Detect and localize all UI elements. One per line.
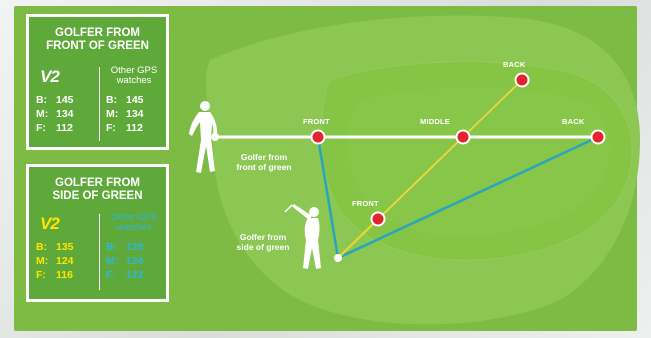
row-label: B:	[106, 240, 126, 254]
row-label: M:	[36, 254, 56, 268]
caption-golfer-front-line2: front of green	[224, 162, 304, 172]
v2-row-back: B:145	[36, 93, 74, 107]
row-value: 124	[56, 254, 74, 268]
row-value: 134	[126, 107, 144, 121]
other-row-middle: M:134	[106, 107, 144, 121]
row-value: 145	[56, 93, 74, 107]
other-row-front: F:112	[106, 121, 144, 135]
panel-front-divider	[99, 67, 100, 141]
pin-back-right	[592, 131, 605, 144]
pin-back-top	[516, 74, 529, 87]
caption-golfer-side-line1: Golfer from	[228, 232, 298, 242]
other-row-front: F:122	[106, 268, 144, 282]
row-value: 145	[126, 93, 144, 107]
other-gps-header: Other GPS watches	[104, 66, 164, 86]
v2-logo: V2	[40, 67, 59, 87]
panel-front-title-line1: GOLFER FROM	[29, 27, 166, 40]
v2-values-side: B:135 M:124 F:116	[36, 240, 74, 282]
caption-golfer-front: Golfer from front of green	[224, 152, 304, 172]
row-label: F:	[36, 121, 56, 135]
other-values-side: B:128 M:124 F:122	[106, 240, 144, 282]
pin-middle	[457, 131, 470, 144]
v2-row-middle: M:124	[36, 254, 74, 268]
other-values-front: B:145 M:134 F:112	[106, 93, 144, 135]
other-row-back: B:128	[106, 240, 144, 254]
v2-row-front: F:116	[36, 268, 74, 282]
panel-front-title-line2: FRONT OF GREEN	[29, 40, 166, 53]
pin-front-top	[312, 131, 325, 144]
row-label: F:	[106, 121, 126, 135]
panel-side-title: GOLFER FROM SIDE OF GREEN	[29, 177, 166, 203]
panel-side-title-line1: GOLFER FROM	[29, 177, 166, 190]
row-label: M:	[106, 107, 126, 121]
row-value: 124	[126, 254, 144, 268]
row-value: 116	[56, 268, 73, 282]
row-label: B:	[36, 93, 56, 107]
row-value: 122	[126, 268, 144, 282]
v2-row-front: F:112	[36, 121, 74, 135]
row-label: F:	[106, 268, 126, 282]
v2-row-back: B:135	[36, 240, 74, 254]
caption-golfer-side: Golfer from side of green	[228, 232, 298, 252]
label-middle: MIDDLE	[420, 117, 450, 126]
panel-side-divider	[99, 214, 100, 290]
other-gps-header-line2: watches	[104, 76, 164, 86]
row-label: F:	[36, 268, 56, 282]
label-back-right: BACK	[562, 117, 584, 126]
panel-side-title-line2: SIDE OF GREEN	[29, 190, 166, 203]
caption-golfer-front-line1: Golfer from	[224, 152, 304, 162]
pin-front-side	[372, 213, 385, 226]
v2-logo: V2	[40, 214, 59, 234]
row-value: 112	[126, 121, 143, 135]
panel-front-of-green: GOLFER FROM FRONT OF GREEN V2 Other GPS …	[26, 14, 169, 150]
label-front-side: FRONT	[352, 199, 379, 208]
other-row-middle: M:124	[106, 254, 144, 268]
other-gps-header-line2: watches	[104, 223, 164, 233]
caption-golfer-side-line2: side of green	[228, 242, 298, 252]
row-value: 134	[56, 107, 74, 121]
other-row-back: B:145	[106, 93, 144, 107]
panel-side-of-green: GOLFER FROM SIDE OF GREEN V2 Other GPS w…	[26, 164, 169, 302]
v2-values-front: B:145 M:134 F:112	[36, 93, 74, 135]
row-label: B:	[36, 240, 56, 254]
v2-row-middle: M:134	[36, 107, 74, 121]
row-label: M:	[106, 254, 126, 268]
label-back-top: BACK	[503, 60, 525, 69]
label-front-top: FRONT	[303, 117, 330, 126]
panel-front-title: GOLFER FROM FRONT OF GREEN	[29, 27, 166, 53]
row-value: 112	[56, 121, 73, 135]
other-gps-header: Other GPS watches	[104, 213, 164, 233]
row-label: M:	[36, 107, 56, 121]
row-label: B:	[106, 93, 126, 107]
row-value: 135	[56, 240, 74, 254]
row-value: 128	[126, 240, 144, 254]
side-golfer-ball	[334, 254, 342, 262]
